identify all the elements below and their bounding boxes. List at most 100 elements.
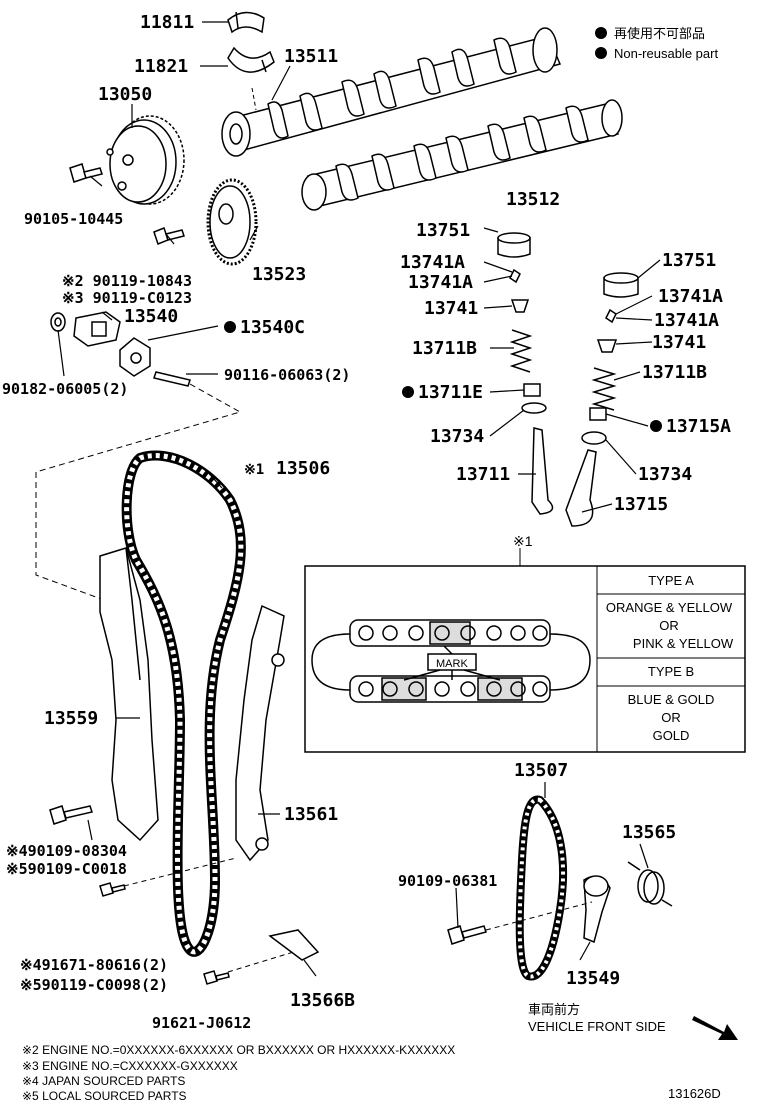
label-13566b: 13566B <box>290 990 355 1011</box>
bolt-91671-drawing <box>99 882 126 897</box>
chain-guide-13561-drawing <box>235 604 285 862</box>
label-13715a: 13715A <box>666 416 731 437</box>
label-91671: ※491671-80616(2) <box>20 956 168 974</box>
label-13741a-left-1: 13741A <box>400 252 465 273</box>
chain-guide-13559-drawing <box>99 547 159 842</box>
label-13741-left: 13741 <box>424 298 478 319</box>
chain-box-text: ※1 MARK TYPE A ORANGE & YELLOW OR PINK &… <box>436 533 734 743</box>
bearing-11821-drawing <box>227 46 275 73</box>
camshaft-13511-drawing <box>221 27 562 157</box>
tensioner-13549-drawing <box>583 875 611 944</box>
label-11821: 11821 <box>134 56 188 77</box>
label-90105: 90105-10445 <box>24 210 123 228</box>
mark-label: MARK <box>436 658 468 670</box>
label-13751-left: 13751 <box>416 220 470 241</box>
label-11811: 11811 <box>140 12 194 33</box>
bolt-90105-drawing <box>69 163 103 183</box>
label-13540c: 13540C <box>240 317 305 338</box>
label-13540: 13540 <box>124 306 178 327</box>
legend-jp: 再使用不可部品 <box>614 26 705 41</box>
chain-mark-illustration <box>311 619 591 703</box>
label-13561: 13561 <box>284 804 338 825</box>
type-b-label: TYPE B <box>648 664 694 679</box>
footnote-4: ※4 JAPAN SOURCED PARTS <box>22 1074 185 1088</box>
label-13506: 13506 <box>276 458 330 479</box>
label-13734-left: 13734 <box>430 426 484 447</box>
label-13741a-right-1: 13741A <box>658 286 723 307</box>
chain-13507-drawing <box>515 795 568 981</box>
non-reusable-dot-icon <box>402 386 414 398</box>
label-90109-08304: ※490109-08304 <box>6 842 127 860</box>
footnote-5: ※5 LOCAL SOURCED PARTS <box>22 1089 187 1103</box>
type-b-color-1: BLUE & GOLD <box>628 692 715 707</box>
type-a-color-2: PINK & YELLOW <box>633 636 734 651</box>
label-13751-right: 13751 <box>662 250 716 271</box>
label-13512: 13512 <box>506 189 560 210</box>
non-reusable-dot-icon <box>650 420 662 432</box>
label-90119-10843: ※2 90119-10843 <box>62 272 192 290</box>
vvt-gear-13050-drawing <box>106 115 185 205</box>
label-13549: 13549 <box>566 968 620 989</box>
footnote-2: ※2 ENGINE NO.=0XXXXXX-6XXXXXX OR BXXXXXX… <box>22 1043 455 1057</box>
label-90182: 90182-06005(2) <box>2 380 128 398</box>
label-13711e: 13711E <box>418 382 483 403</box>
leader-lines <box>57 21 661 977</box>
chain-type-table <box>304 548 746 753</box>
label-13523: 13523 <box>252 264 306 285</box>
label-90109-c0018: ※590109-C0018 <box>6 860 127 878</box>
label-90109-06381: 90109-06381 <box>398 872 497 890</box>
front-side-en: VEHICLE FRONT SIDE <box>528 1019 666 1034</box>
legend: 再使用不可部品 Non-reusable part <box>595 26 718 61</box>
stud-90116-drawing <box>153 371 191 387</box>
type-b-color-2: GOLD <box>653 728 690 743</box>
nut-90182-drawing <box>50 312 66 332</box>
label-13050: 13050 <box>98 84 152 105</box>
spring-13565-drawing <box>627 861 673 907</box>
vehicle-front-arrow-icon <box>692 1016 738 1040</box>
diagram-id: 131626D <box>668 1086 721 1101</box>
legend-en: Non-reusable part <box>614 46 718 61</box>
label-13741-right: 13741 <box>652 332 706 353</box>
bolt-90109-drawing <box>49 805 93 825</box>
footnotes: ※2 ENGINE NO.=0XXXXXX-6XXXXXX OR BXXXXXX… <box>22 1043 455 1103</box>
label-13741a-right-2: 13741A <box>654 310 719 331</box>
gasket-13540c-drawing <box>119 337 151 377</box>
non-reusable-dot-icon <box>595 27 607 39</box>
chain-damper-13566b-drawing <box>268 929 320 961</box>
part-labels: 11811 11821 13511 13050 13512 90105-1044… <box>2 12 731 1032</box>
label-13734-right: 13734 <box>638 464 692 485</box>
label-90119-c0123: ※3 90119-C0123 <box>62 289 192 307</box>
chain-box-title: ※1 <box>513 533 533 549</box>
non-reusable-dot-icon <box>224 321 236 333</box>
label-13565: 13565 <box>622 822 676 843</box>
bolt-90119-drawing <box>153 227 185 245</box>
valve-train-right-drawing <box>565 272 639 527</box>
bolt-91621-drawing <box>203 970 230 985</box>
timing-chain-13506-drawing <box>121 450 246 957</box>
sprocket-13523-drawing <box>206 178 258 266</box>
bolt-90109-06381-drawing <box>447 925 487 945</box>
label-13511: 13511 <box>284 46 338 67</box>
type-a-color-or: OR <box>659 618 679 633</box>
type-a-color-1: ORANGE & YELLOW <box>606 600 733 615</box>
label-13506-mark: ※1 <box>244 462 264 478</box>
label-13711b-left: 13711B <box>412 338 477 359</box>
label-90116: 90116-06063(2) <box>224 366 350 384</box>
valve-train-left-drawing <box>497 232 554 515</box>
front-side-jp: 車両前方 <box>528 1002 580 1017</box>
label-90119-c0098: ※590119-C0098(2) <box>20 976 168 994</box>
label-13507: 13507 <box>514 760 568 781</box>
label-13715: 13715 <box>614 494 668 515</box>
tensioner-13540-drawing <box>73 311 121 347</box>
camshaft-13512-drawing <box>301 99 623 211</box>
non-reusable-dot-icon <box>595 47 607 59</box>
type-a-label: TYPE A <box>648 573 694 588</box>
label-13559: 13559 <box>44 708 98 729</box>
footnote-3: ※3 ENGINE NO.=CXXXXXX-GXXXXXX <box>22 1059 238 1073</box>
label-13711b-right: 13711B <box>642 362 707 383</box>
label-91621: 91621-J0612 <box>152 1014 251 1032</box>
label-13741a-left-2: 13741A <box>408 272 473 293</box>
bearing-11811-drawing <box>227 11 265 34</box>
type-b-color-or: OR <box>661 710 681 725</box>
